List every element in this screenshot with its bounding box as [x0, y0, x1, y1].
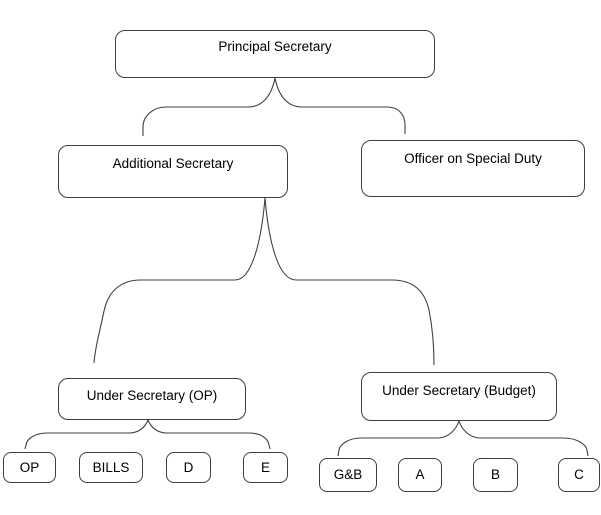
node-under-secretary-op: Under Secretary (OP) — [58, 378, 246, 420]
edge-principal-to-osd — [274, 77, 406, 134]
node-section-b: B — [473, 458, 518, 492]
node-officer-special-duty: Officer on Special Duty — [361, 140, 585, 197]
edge-additional-to-us-op — [93, 197, 266, 364]
edge-us-budget-to-gb — [337, 420, 460, 457]
node-section-gb-label: G&B — [333, 467, 363, 483]
node-section-op-label: OP — [19, 459, 40, 475]
node-officer-special-duty-label: Officer on Special Duty — [404, 151, 542, 166]
node-section-e: E — [243, 452, 288, 483]
node-additional-secretary-label: Additional Secretary — [112, 156, 234, 171]
node-section-a: A — [398, 458, 442, 492]
node-under-secretary-budget-label: Under Secretary (Budget) — [382, 383, 536, 398]
edge-additional-to-us-budget — [264, 197, 435, 366]
node-under-secretary-op-label: Under Secretary (OP) — [86, 388, 218, 403]
node-additional-secretary: Additional Secretary — [58, 145, 288, 198]
node-under-secretary-budget: Under Secretary (Budget) — [361, 372, 557, 421]
node-section-gb: G&B — [319, 458, 377, 492]
edge-us-budget-to-c — [458, 420, 589, 457]
node-section-d: D — [166, 452, 211, 483]
edge-us-op-to-op — [24, 419, 149, 450]
node-section-a-label: A — [415, 467, 425, 483]
node-section-bills-label: BILLS — [92, 459, 130, 475]
node-section-op: OP — [3, 452, 56, 483]
node-principal-secretary-label: Principal Secretary — [218, 39, 332, 54]
node-section-e-label: E — [260, 459, 270, 475]
edge-us-op-to-e — [147, 419, 271, 450]
node-principal-secretary: Principal Secretary — [115, 30, 435, 78]
node-section-c-label: C — [574, 467, 584, 483]
node-section-c: C — [558, 458, 600, 492]
node-section-d-label: D — [183, 459, 194, 475]
node-section-b-label: B — [490, 467, 500, 483]
edge-principal-to-additional — [142, 77, 276, 136]
node-section-bills: BILLS — [79, 452, 143, 483]
